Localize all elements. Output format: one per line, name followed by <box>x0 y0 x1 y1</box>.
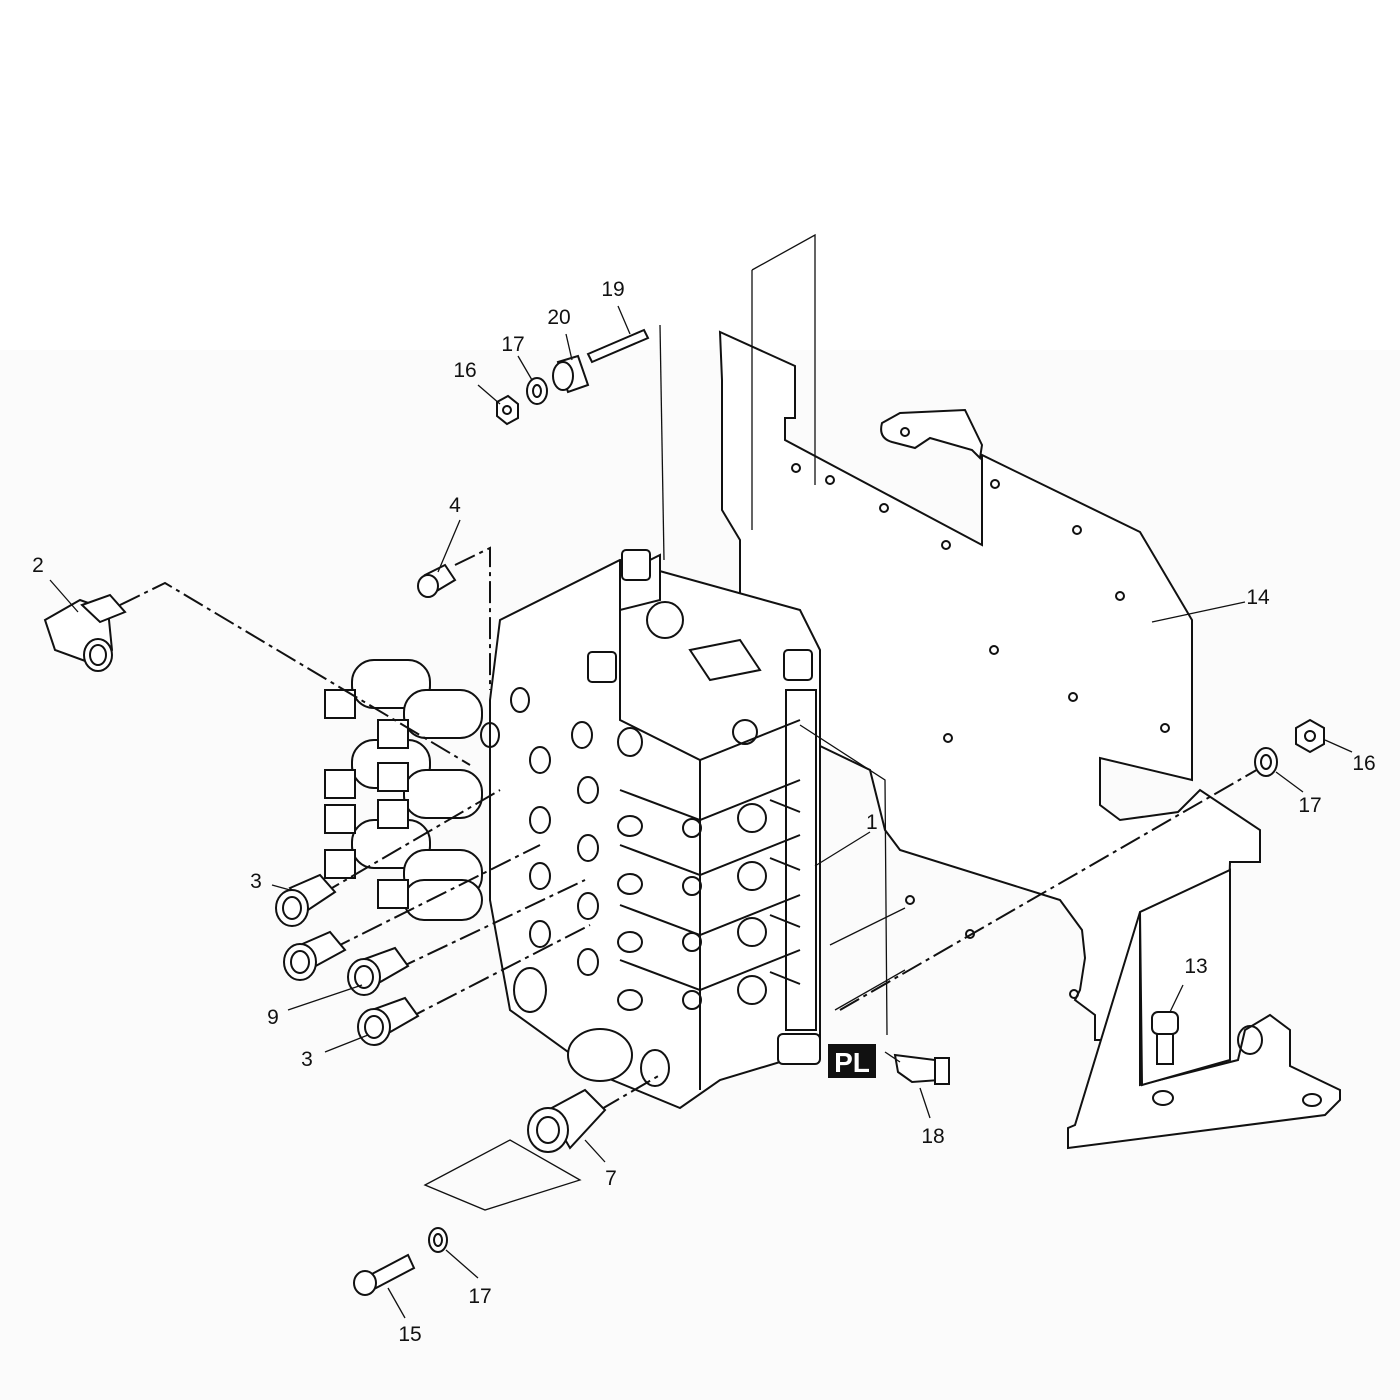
part-9-fitting-b <box>347 946 410 996</box>
callout-20: 20 <box>547 306 570 329</box>
callout-15: 15 <box>398 1323 421 1346</box>
callout-14: 14 <box>1246 586 1270 609</box>
control-valve <box>480 549 821 1110</box>
callout-leaders <box>49 305 1353 1319</box>
valve-ports <box>480 687 599 976</box>
part-17-washer-top <box>526 377 548 405</box>
callout-3: 3 <box>301 1048 313 1071</box>
part-3-fitting-a <box>275 873 337 927</box>
callouts: 1 2 3 3 4 7 9 13 14 15 16 16 17 17 17 18… <box>32 278 1376 1346</box>
callout-3: 3 <box>250 870 262 893</box>
part-4-fitting <box>417 563 457 598</box>
callout-16: 16 <box>453 359 476 382</box>
part-18-elbow <box>893 1053 950 1085</box>
callout-7: 7 <box>605 1167 617 1190</box>
part-2-elbow-fitting <box>43 593 127 672</box>
callout-9: 9 <box>267 1006 279 1029</box>
assembly-lines <box>119 324 1261 1211</box>
callout-4: 4 <box>449 494 461 517</box>
callout-16: 16 <box>1352 752 1375 775</box>
callout-17: 17 <box>501 333 524 356</box>
pl-badge-box <box>828 1044 876 1078</box>
part-16-nut-right <box>1295 718 1325 754</box>
part-13-bolt <box>1151 1011 1179 1065</box>
part-15-bolt <box>353 1253 416 1296</box>
solenoid-stack <box>324 659 483 921</box>
callout-17: 17 <box>468 1285 491 1308</box>
callout-19: 19 <box>601 278 624 301</box>
part-17-washer-right <box>1254 747 1278 777</box>
part-9-fitting-a <box>283 930 347 981</box>
callout-13: 13 <box>1184 955 1207 978</box>
solenoid-connectors <box>324 689 409 909</box>
callout-2: 2 <box>32 554 44 577</box>
part-16-nut-top <box>496 394 519 426</box>
callout-18: 18 <box>921 1125 944 1148</box>
callout-17: 17 <box>1298 794 1321 817</box>
pl-badge-text: PL <box>834 1047 870 1078</box>
callout-1: 1 <box>866 811 878 834</box>
part-17-washer-bottom <box>428 1227 448 1253</box>
part-7-fitting <box>527 1088 607 1153</box>
part-19-stud <box>586 328 650 364</box>
plate-holes <box>791 463 1170 999</box>
pl-badge: PL <box>828 1044 876 1078</box>
